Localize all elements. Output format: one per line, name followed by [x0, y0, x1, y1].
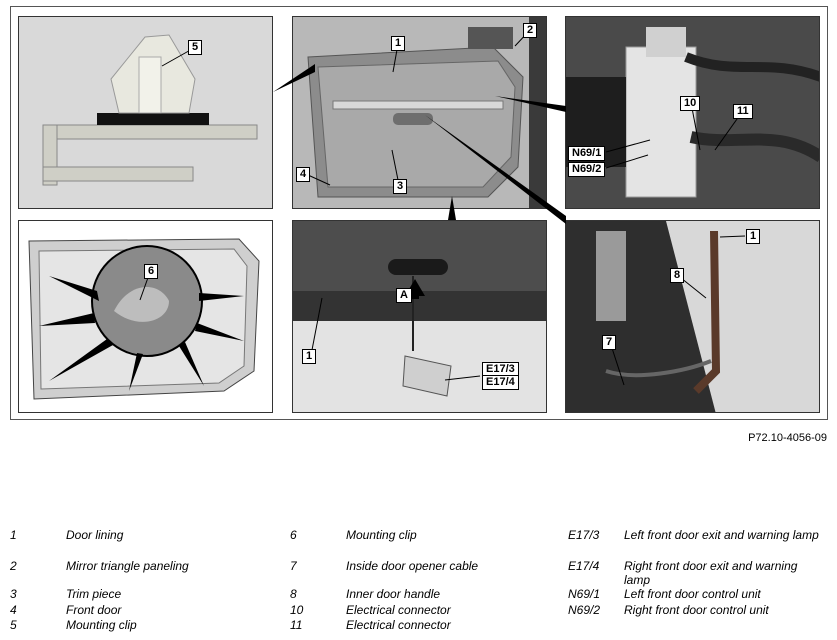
door-drawing — [293, 17, 546, 208]
handle-detail-drawing — [566, 221, 819, 412]
callout-1-door-lining: 1 — [391, 36, 406, 51]
clip-drawing — [42, 34, 258, 186]
panel-mounting-clip — [18, 16, 273, 209]
panel-door-overview — [292, 16, 547, 209]
callout-11-connector: 11 — [733, 104, 753, 119]
control-unit-drawing — [566, 17, 819, 208]
callout-10-connector: 10 — [680, 96, 701, 111]
callout-1-door-lining-c: 1 — [746, 229, 761, 244]
panel-lining-rear — [18, 220, 273, 413]
callout-5-mounting-clip: 5 — [188, 40, 203, 55]
callout-E17-4: E17/4 — [482, 375, 519, 390]
callout-N69-2: N69/2 — [568, 162, 606, 177]
callout-7-opener-cable: 7 — [602, 335, 617, 350]
callout-1-door-lining-b: 1 — [302, 349, 317, 364]
callout-A: A — [396, 288, 412, 303]
callout-4-front-door: 4 — [296, 167, 311, 182]
callout-2-mirror-triangle: 2 — [523, 23, 538, 38]
panel-handle-detail — [565, 220, 820, 413]
callout-3-trim-piece: 3 — [393, 179, 408, 194]
handle-cable-drawing — [293, 221, 546, 412]
callout-8-inner-handle: 8 — [670, 268, 685, 283]
panel-handle-cable — [292, 220, 547, 413]
figure-code: P72.10-4056-09 — [748, 432, 827, 444]
callout-N69-1: N69/1 — [568, 146, 606, 161]
callout-6-mounting-clip: 6 — [144, 264, 159, 279]
lining-rear-drawing — [28, 238, 260, 400]
